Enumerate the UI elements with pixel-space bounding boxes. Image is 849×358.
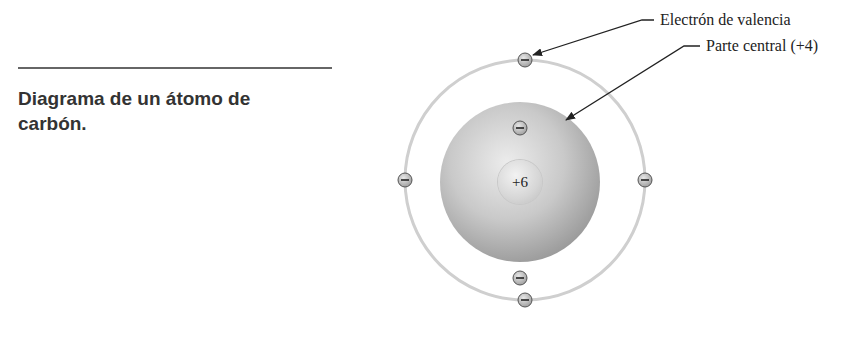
callout-label: Parte central (+4) xyxy=(706,36,818,56)
nucleus-charge: +6 xyxy=(512,174,528,191)
electron-symbol xyxy=(398,53,652,307)
title-rule xyxy=(18,67,332,69)
callout-label: Electrón de valencia xyxy=(660,10,791,30)
nucleus-circle: +6 xyxy=(498,160,542,204)
core-sphere xyxy=(440,102,600,262)
valence-orbit xyxy=(405,60,645,300)
leader-line xyxy=(566,46,700,120)
figure-title: Diagrama de un átomo de carbón. xyxy=(18,86,308,136)
leader-line xyxy=(533,20,654,55)
